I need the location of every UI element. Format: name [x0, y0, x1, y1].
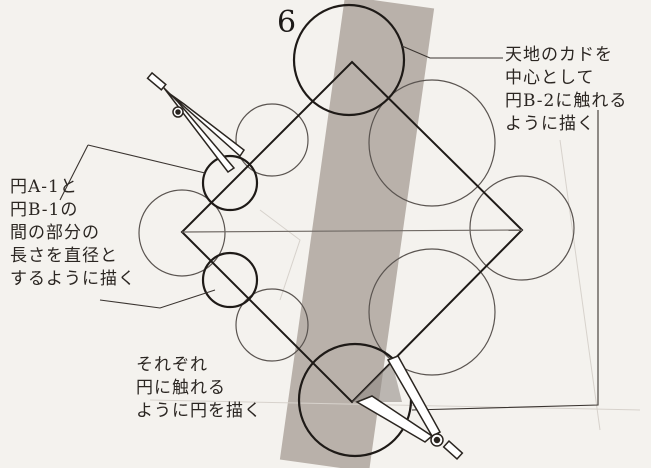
annotation-line: するように描く [10, 269, 136, 289]
bottom-corner-flap [352, 362, 402, 402]
annotation-line: 間の部分の [10, 223, 100, 243]
leader-top-right [401, 45, 503, 59]
compass-bottom-right-icon [355, 355, 464, 461]
faint-circles [138, 79, 575, 376]
annotation-line: ように描く [505, 114, 595, 134]
circle-right [469, 175, 575, 281]
bold-circles [201, 3, 413, 458]
circle-upper-right-large [368, 79, 496, 207]
compass-top-left-icon [146, 71, 246, 174]
annotation-line: 円A-1と [10, 177, 78, 197]
step-number: 6 [277, 5, 297, 40]
annotation-line: 円B-2に触れる [505, 91, 628, 111]
circle-left-lower-small [201, 251, 259, 309]
annotation-line: 円B-1の [10, 200, 79, 220]
annotation-top-right: 天地のカドを 中心として 円B-2に触れる ように描く [505, 44, 627, 136]
circle-lower-right-large [368, 248, 496, 376]
leader-lines [59, 45, 599, 411]
leader-right-vertical [411, 110, 599, 411]
annotation-left: 円A-1と 円B-1の 間の部分の 長さを直径と するように描く [10, 176, 136, 291]
annotation-line: 円に触れる [136, 378, 226, 398]
annotation-bottom: それぞれ 円に触れる ように円を描く [136, 354, 262, 423]
circle-top [292, 3, 406, 117]
annotation-line: ように円を描く [136, 401, 262, 421]
annotation-line: 天地のカドを [505, 45, 613, 65]
leader-left-lower [99, 289, 216, 309]
leader-left-upper [59, 144, 206, 201]
circle-left-upper-small [201, 154, 259, 212]
annotation-line: それぞれ [136, 355, 208, 375]
circle-left [138, 189, 226, 277]
circle-lower-left-small [235, 288, 309, 362]
vertical-band [279, 0, 435, 468]
diagonal-line [181, 229, 523, 233]
annotation-line: 長さを直径と [10, 246, 118, 266]
background-texture [149, 139, 641, 431]
circle-upper-left-small [235, 103, 309, 177]
annotation-line: 中心として [505, 68, 595, 88]
